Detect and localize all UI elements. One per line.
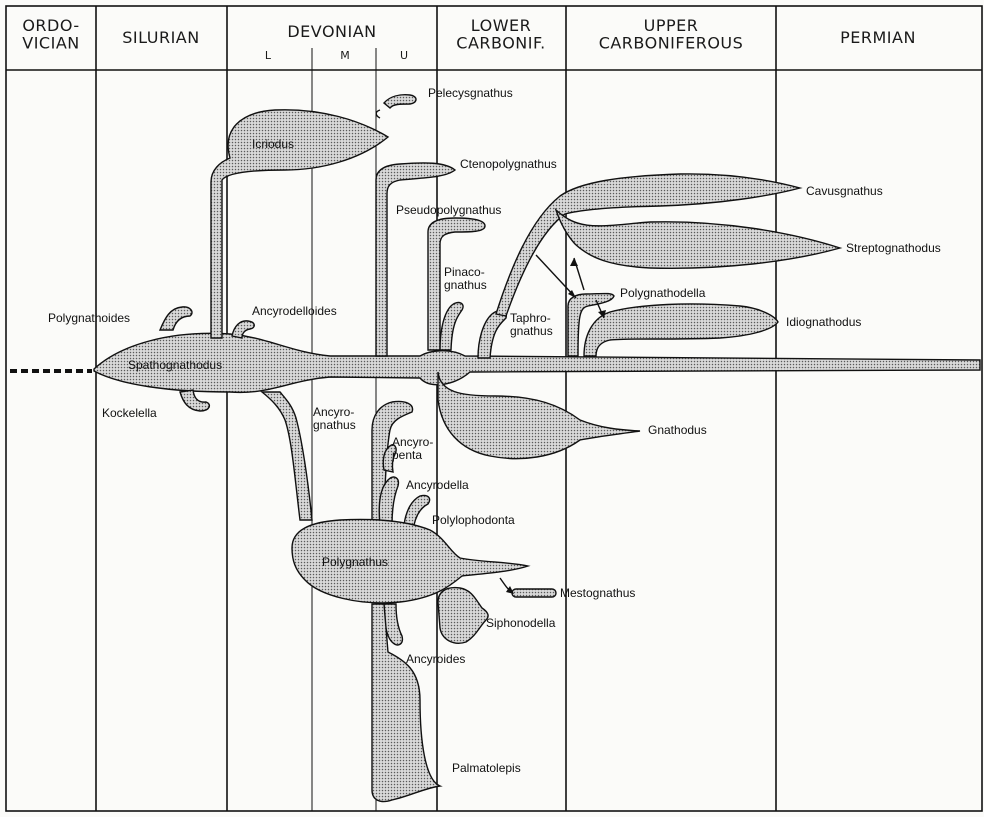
polygnathoides-shape	[160, 307, 192, 330]
gnathodus-shape	[438, 372, 640, 459]
period-permian: PERMIAN	[840, 28, 916, 47]
taphrognathus-shape	[478, 311, 506, 358]
pelecysgnathus-shape	[384, 95, 416, 108]
label-ancyropenta: Ancyro-penta	[392, 435, 433, 462]
devonian-sub-u: U	[400, 49, 408, 62]
label-icriodus: Icriodus	[252, 137, 294, 151]
main-trunk-shape	[94, 333, 980, 392]
idiognathodus-shape	[584, 304, 778, 356]
period-devonian: DEVONIAN	[287, 22, 376, 41]
period-silurian: SILURIAN	[122, 28, 199, 47]
mestognathus-shape	[512, 589, 556, 597]
label-ancyrognathus: Ancyro-gnathus	[313, 405, 356, 432]
label-spathognathodus: Spathognathodus	[128, 358, 222, 372]
label-pelecysgnathus: Pelecysgnathus	[428, 86, 513, 100]
streptognathodus-shape	[556, 210, 840, 268]
pinacognathus-shape	[440, 303, 463, 350]
arrow-head-2	[570, 258, 578, 266]
polylophodonta-shape	[404, 495, 430, 525]
label-ancyrodelloides: Ancyrodelloides	[252, 304, 337, 318]
label-idiognathodus: Idiognathodus	[786, 315, 861, 329]
siphonodella-shape	[438, 588, 488, 644]
label-polygnathus: Polygnathus	[322, 555, 388, 569]
label-polygnathoides: Polygnathoides	[48, 311, 130, 325]
label-mestognathus: Mestognathus	[560, 586, 635, 600]
devonian-sub-m: M	[340, 49, 350, 62]
label-ctenopolygnathus: Ctenopolygnathus	[460, 157, 557, 171]
label-streptognathodus: Streptognathodus	[846, 241, 941, 255]
label-ancyroides: Ancyroides	[406, 652, 465, 666]
arrow-to-polygnathodella	[536, 255, 576, 298]
label-pinacognathus: Pinaco-gnathus	[444, 265, 487, 292]
devonian-sub-l: L	[265, 49, 272, 62]
label-polylophodonta: Polylophodonta	[432, 513, 515, 527]
label-taphrognathus: Taphro-gnathus	[510, 311, 553, 338]
label-ancyrodella: Ancyrodella	[406, 478, 469, 492]
label-palmatolepis: Palmatolepis	[452, 761, 521, 775]
pelecysgnathus-hook	[376, 110, 380, 118]
period-ordovician: ORDO-VICIAN	[22, 16, 79, 53]
label-siphonodella: Siphonodella	[486, 616, 556, 630]
devonian-descent-shape	[262, 392, 312, 520]
label-pseudopolygnathus: Pseudopolygnathus	[396, 203, 501, 217]
label-gnathodus: Gnathodus	[648, 423, 707, 437]
kockelella-shape	[180, 390, 209, 411]
palmatolepis-shape	[372, 604, 440, 802]
label-polygnathodella: Polygnathodella	[620, 286, 706, 300]
label-kockelella: Kockelella	[102, 406, 157, 420]
label-cavusgnathus: Cavusgnathus	[806, 184, 883, 198]
